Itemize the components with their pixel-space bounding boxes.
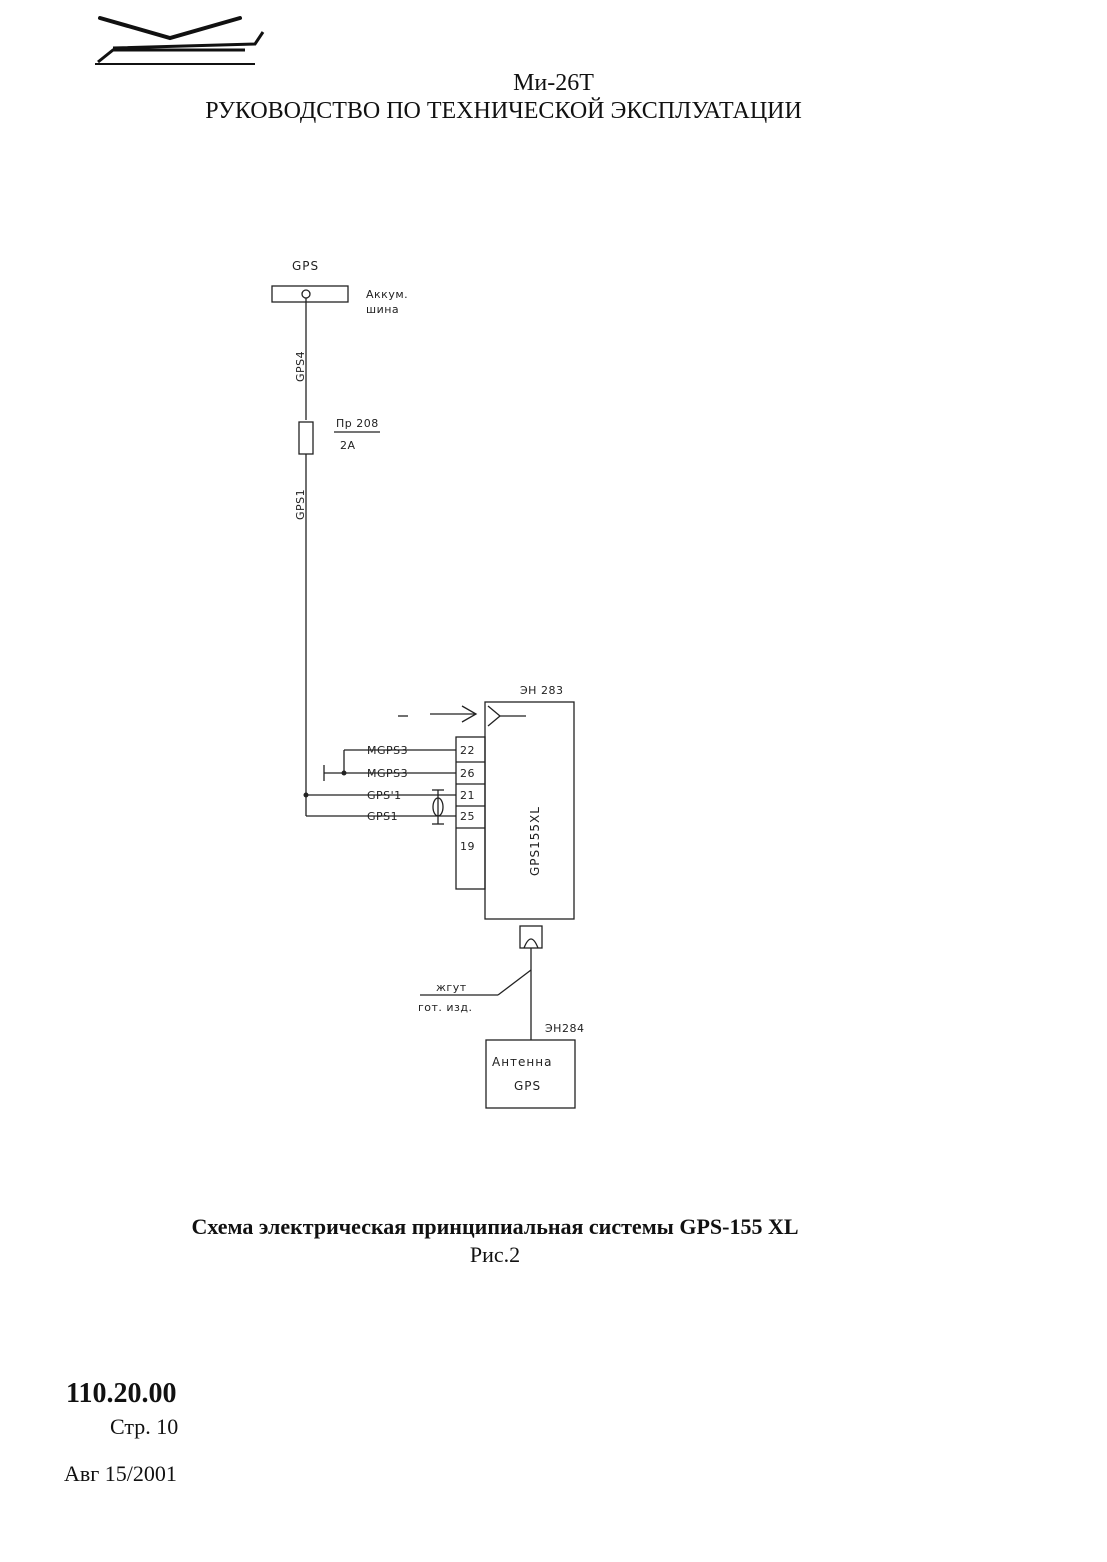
antenna-label-line2: GPS bbox=[514, 1079, 541, 1093]
harness-label-line2: гот. изд. bbox=[418, 1001, 473, 1014]
antenna-ref-label: ЭН284 bbox=[545, 1022, 584, 1035]
gps-top-label: GPS bbox=[292, 259, 319, 273]
bus-terminal bbox=[301, 289, 311, 299]
section-code: 110.20.00 bbox=[66, 1378, 177, 1409]
pin-22: 22 bbox=[460, 744, 475, 757]
battery-bus-bar bbox=[271, 285, 349, 303]
antenna-box bbox=[485, 1039, 576, 1109]
junction-dot bbox=[303, 792, 309, 798]
antenna-label-line1: Антенна bbox=[492, 1055, 552, 1069]
fuse-rating: 2А bbox=[340, 439, 356, 452]
revision-date: Авг 15/2001 bbox=[64, 1461, 177, 1486]
bus-label-line2: шина bbox=[366, 303, 399, 316]
document-title: Ми-26Т bbox=[513, 70, 594, 96]
connector-wire-3: GPS'1 bbox=[367, 789, 402, 802]
harness-label-line1: жгут bbox=[436, 981, 467, 994]
helicopter-logo-icon bbox=[95, 16, 265, 65]
figure-caption: Схема электрическая принципиальная систе… bbox=[191, 1214, 799, 1239]
wire-upper-label: GPS4 bbox=[294, 351, 307, 382]
document-subtitle: РУКОВОДСТВО ПО ТЕХНИЧЕСКОЙ ЭКСПЛУАТАЦИИ bbox=[205, 98, 802, 124]
unit-ref-label: ЭН 283 bbox=[520, 684, 563, 697]
pin-25: 25 bbox=[460, 810, 475, 823]
pin-21: 21 bbox=[460, 789, 475, 802]
pin-19: 19 bbox=[460, 840, 475, 853]
connector-wire-4: GPS1 bbox=[367, 810, 398, 823]
gps-unit-box bbox=[484, 701, 575, 920]
wire-lower-label: GPS1 bbox=[294, 489, 307, 520]
fuse-label: Пр 208 bbox=[336, 417, 379, 430]
page-number: Стр. 10 bbox=[110, 1414, 179, 1439]
coax-connector bbox=[519, 925, 543, 949]
fuse-pr208 bbox=[298, 421, 314, 455]
connector-wire-2: MGPS3 bbox=[367, 767, 408, 780]
connector-wire-1: MGPS3 bbox=[367, 744, 408, 757]
pin-26: 26 bbox=[460, 767, 475, 780]
figure-number: Рис.2 bbox=[469, 1242, 521, 1267]
unit-name-label: GPS155XL bbox=[528, 806, 542, 876]
bus-label-line1: Аккум. bbox=[366, 288, 408, 301]
